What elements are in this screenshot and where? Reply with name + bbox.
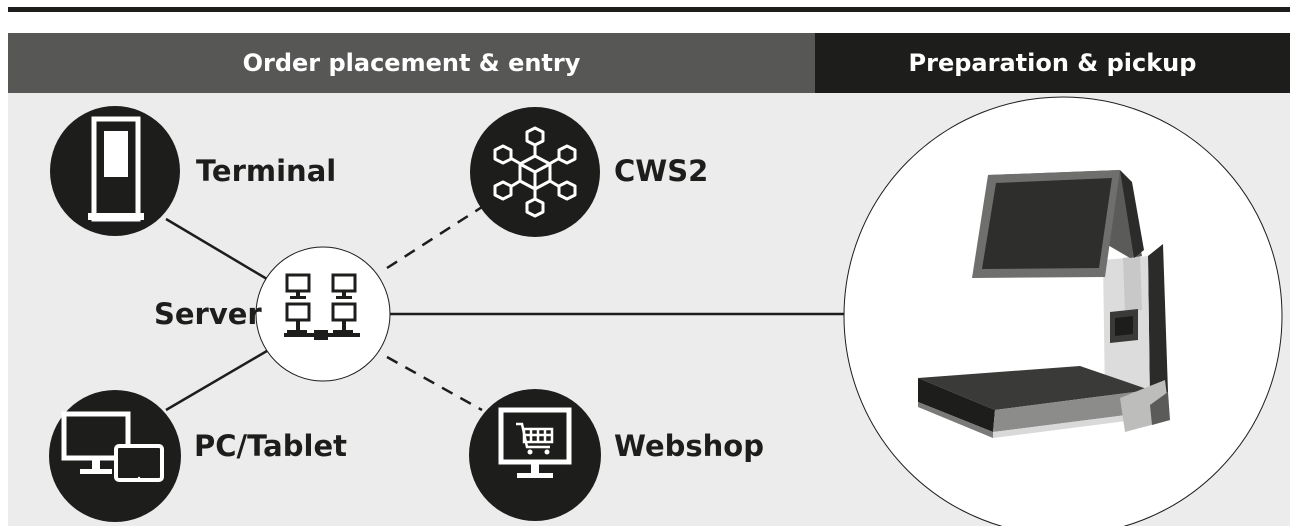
cws2-label: CWS2: [614, 154, 709, 188]
header-order-placement: Order placement & entry: [8, 33, 815, 93]
top-rule: [8, 7, 1290, 12]
kiosk-terminal-icon: [50, 106, 180, 236]
server-label: Server: [154, 297, 262, 331]
terminal-label: Terminal: [196, 154, 337, 188]
webshop-label: Webshop: [614, 429, 764, 463]
terminal-server-link: [165, 217, 273, 284]
pc-tablet-icon: [49, 390, 181, 522]
header-order-placement-title: Order placement & entry: [242, 49, 581, 77]
webshop-cart-monitor-icon: [469, 389, 601, 521]
pc-tablet-label: PC/Tablet: [194, 429, 347, 463]
server-webshop-link: [386, 355, 483, 412]
network-server-icon: [255, 246, 391, 382]
header-preparation-pickup-title: Preparation & pickup: [908, 49, 1197, 77]
cloud-network-cubes-icon: [470, 107, 600, 237]
retail-scale-device-icon: [843, 96, 1283, 526]
pctablet-server-link: [165, 346, 273, 412]
server-cws2-link: [386, 205, 483, 270]
header-preparation-pickup: Preparation & pickup: [815, 33, 1290, 93]
